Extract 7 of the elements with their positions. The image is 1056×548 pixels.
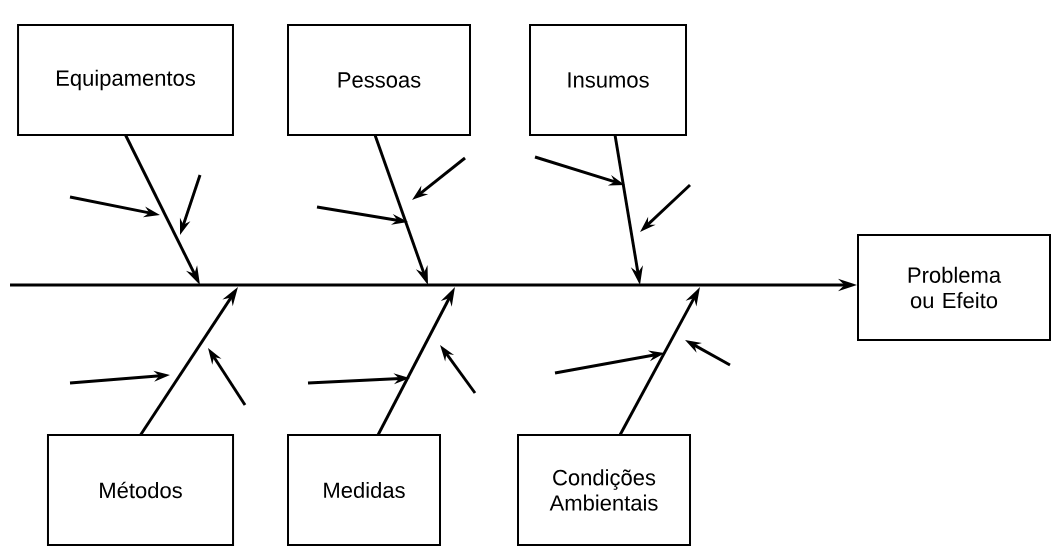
cause-box: Métodos xyxy=(46,434,235,546)
cause-box: Equipamentos xyxy=(17,24,234,136)
cause-box: Insumos xyxy=(529,24,687,136)
cause-box: Medidas xyxy=(287,434,441,546)
cause-box: Pessoas xyxy=(287,24,471,136)
effect-box: Problema ou Efeito xyxy=(857,233,1051,341)
cause-box: Condições Ambientais xyxy=(517,434,691,546)
